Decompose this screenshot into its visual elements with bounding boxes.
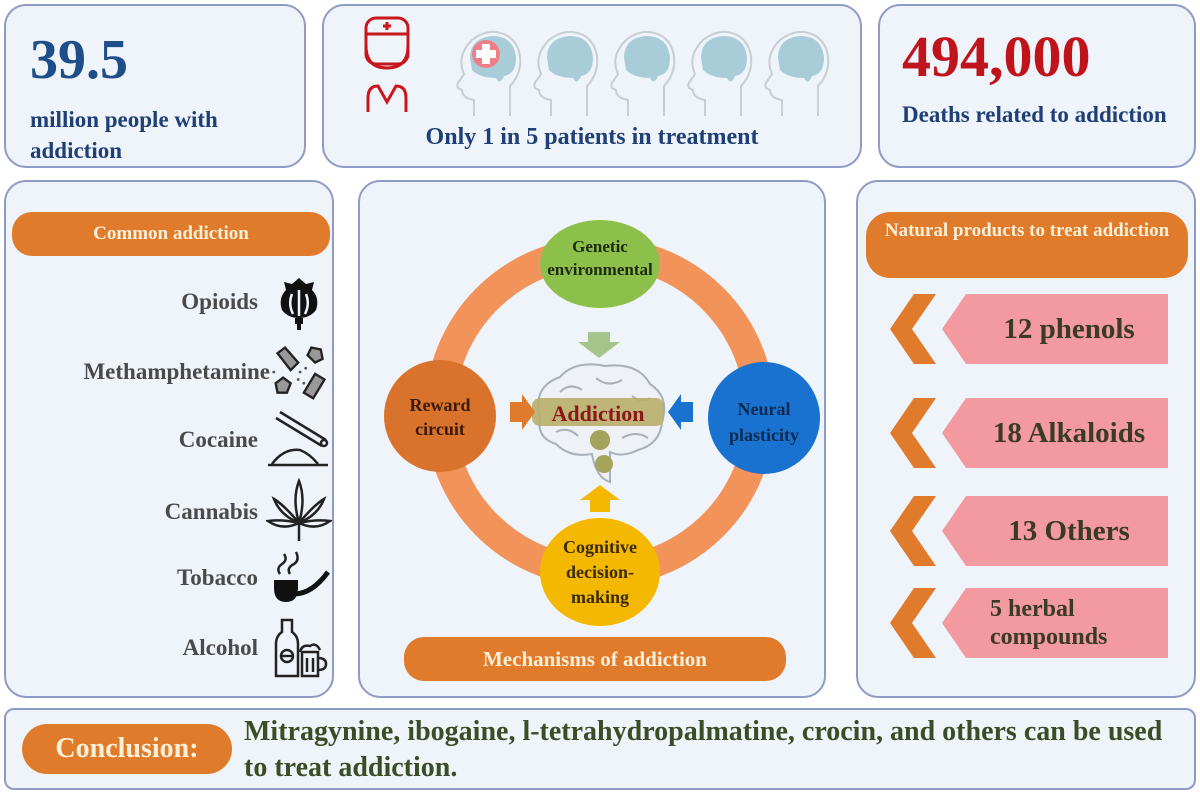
deaths-label: Deaths related to addiction [902,102,1167,127]
drug-label: Alcohol [182,635,258,660]
pipe-icon [274,551,331,602]
stat-card-people: 39.5 million people with addiction [4,4,306,168]
natural-product-label: 5 herbal compounds [990,596,1108,650]
node-cognitive-line1: Cognitive [563,537,637,557]
drug-label: Tobacco [177,565,258,590]
drug-label: Cannabis [164,499,258,524]
poppy-icon [280,278,318,330]
brainstem-lower-icon [595,455,613,473]
natural-product-item: 18 Alkaloids [884,398,1174,468]
node-genetic-environmental [540,220,660,308]
stat-card-deaths: 494,000 Deaths related to addiction [878,4,1196,168]
stat-card-treatment: Only 1 in 5 patients in treatment [322,4,862,168]
patient-head-icon [610,30,676,116]
mechanisms-panel: Addiction Genetic environmental Reward c… [358,180,826,698]
drug-item-cannabis: Cannabis [2,478,332,546]
natural-product-label: 13 Others [1008,515,1130,547]
natural-product-item: 5 herbal compounds [884,588,1174,658]
natural-product-item: 13 Others [884,496,1174,566]
patient-head-icon [687,30,753,116]
treated-patient-head-icon [456,30,522,116]
node-reward-line2: circuit [415,419,465,439]
item-banner [942,294,1168,364]
arrow-left-from-plasticity [668,394,693,430]
patient-head-icon [764,30,830,116]
node-neural-line2: plasticity [729,425,799,445]
common-addiction-title: Common addiction [12,212,330,256]
chevron-left-icon [890,588,1168,658]
drug-item-cocaine: Cocaine [2,410,332,470]
natural-product-item: 12 phenols [884,294,1174,364]
doctor-icon [364,16,410,112]
drug-item-tobacco: Tobacco [2,548,332,608]
drug-item-methamphetamine: Methamphetamine [2,342,332,402]
mechanisms-title: Mechanisms of addiction [404,637,786,681]
item-banner [942,398,1168,468]
treatment-label: Only 1 in 5 patients in treatment [425,124,759,150]
drug-item-alcohol: Alcohol [2,618,332,678]
drug-item-opioids: Opioids [2,272,332,332]
drug-label: Opioids [181,289,258,314]
cannabis-leaf-icon [266,478,332,541]
addiction-label-bg [532,398,664,426]
patient-head-icon [533,30,599,116]
bottle-mug-icon [274,618,328,678]
node-cognitive-line2: decision- [566,562,634,582]
node-genetic-line2: environmental [547,260,653,279]
chevron-left-icon [890,496,1168,566]
natural-product-label: 18 Alkaloids [992,417,1146,449]
drug-label: Cocaine [178,427,258,452]
node-neural-line1: Neural [738,399,791,419]
natural-products-title: Natural products to treat addiction [866,212,1188,278]
natural-product-label: 12 phenols [1003,313,1135,345]
conclusion-panel: Conclusion: Mitragynine, ibogaine, l-tet… [4,708,1196,790]
brainstem-icon [590,430,610,450]
item-banner [942,496,1168,566]
natural-products-panel: Natural products to treat addiction 12 p… [856,180,1196,698]
node-reward-line1: Reward [410,395,471,415]
arrow-down-from-genetic [578,332,620,358]
node-cognitive-decision-making [540,518,660,626]
node-reward-circuit [384,360,496,472]
addiction-center-label: Addiction [552,401,645,426]
node-genetic-line1: Genetic [572,237,628,256]
node-neural-plasticity [708,362,820,474]
arrow-up-from-cognitive [580,485,620,512]
chevron-left-icon [890,398,1168,468]
treatment-illustration [364,16,830,116]
cocaine-icon [268,410,329,467]
drug-label: Methamphetamine [83,359,270,384]
conclusion-text: Mitragynine, ibogaine, l-tetrahydropalma… [244,716,1163,783]
common-addiction-panel: Common addiction Opioids Methamphetamine… [4,180,334,698]
chevron-left-icon [890,294,1168,364]
crystals-icon [272,345,327,400]
arrow-right-from-reward [510,394,535,430]
conclusion-label: Conclusion: [22,724,232,774]
people-label: million people with addiction [30,107,218,163]
deaths-count: 494,000 [902,24,1091,89]
people-count: 39.5 [30,29,128,91]
item-banner [942,588,1168,658]
node-cognitive-line3: making [571,587,629,607]
mechanism-cycle-diagram: Addiction Genetic environmental Reward c… [384,220,820,626]
